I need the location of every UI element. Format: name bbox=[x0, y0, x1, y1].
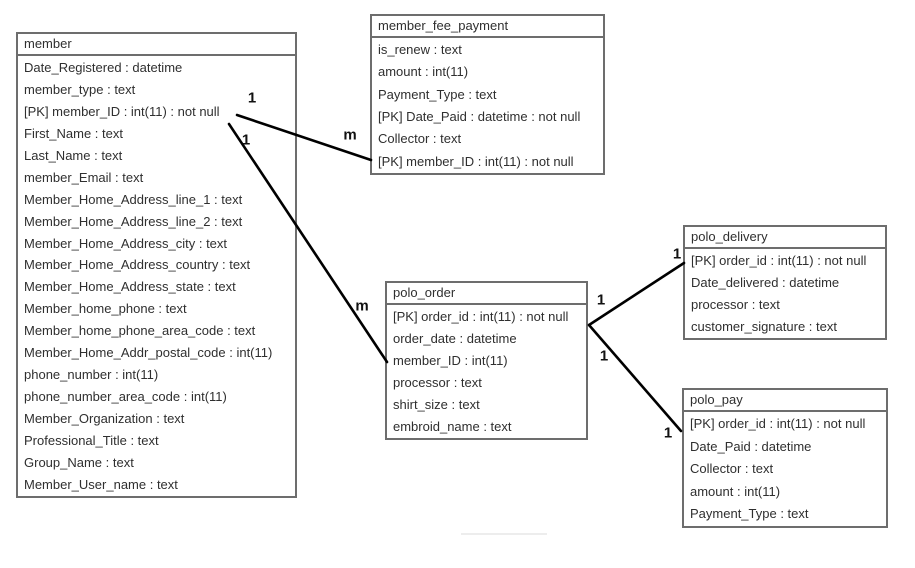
field-row[interactable]: phone_number : int(11) bbox=[24, 367, 159, 383]
field-row[interactable]: Date_Registered : datetime bbox=[24, 60, 183, 75]
field-row[interactable]: is_renew : text bbox=[378, 42, 462, 57]
field-row[interactable]: Collector : text bbox=[690, 461, 774, 477]
field-row[interactable]: member_Email : text bbox=[24, 169, 144, 185]
field-row[interactable]: Member_Home_Address_line_2 : text bbox=[24, 213, 243, 229]
field-row[interactable]: Member_Home_Address_country : text bbox=[24, 257, 251, 273]
cardinality-label: 1 bbox=[241, 131, 251, 149]
field-row[interactable]: Payment_Type : text bbox=[378, 86, 497, 102]
cardinality-label: m bbox=[343, 126, 357, 144]
field-row[interactable]: embroid_name : text bbox=[393, 419, 512, 434]
relationship-line-member-to-polo_order[interactable] bbox=[227, 122, 389, 364]
entity-title[interactable]: polo_order bbox=[387, 283, 586, 305]
field-row[interactable]: Member_home_phone : text bbox=[24, 301, 187, 317]
field-row[interactable]: member_type : text bbox=[24, 81, 136, 97]
relationship-line-polo_order-to-polo_pay[interactable] bbox=[587, 323, 683, 433]
field-row[interactable]: First_Name : text bbox=[24, 125, 123, 141]
cardinality-label: 1 bbox=[672, 245, 682, 263]
cardinality-label: m bbox=[355, 297, 369, 315]
field-row[interactable]: Date_delivered : datetime bbox=[691, 275, 840, 290]
field-row[interactable]: [PK] member_ID : int(11) : not null bbox=[378, 153, 574, 169]
cardinality-label: 1 bbox=[596, 291, 606, 309]
field-row[interactable]: Member_Home_Address_state : text bbox=[24, 279, 236, 295]
field-row[interactable]: shirt_size : text bbox=[393, 397, 480, 412]
entity-title[interactable]: polo_delivery bbox=[685, 227, 885, 249]
field-row[interactable]: Member_Home_Address_city : text bbox=[24, 235, 228, 251]
field-row[interactable]: member_ID : int(11) bbox=[393, 353, 508, 368]
field-row[interactable]: [PK] Date_Paid : datetime : not null bbox=[378, 108, 581, 124]
field-row[interactable]: processor : text bbox=[393, 375, 482, 390]
field-row[interactable]: Member_Home_Address_line_1 : text bbox=[24, 191, 243, 207]
field-list: Date_Registered : datetime member_type : … bbox=[18, 56, 295, 496]
entity-member_fee_payment[interactable]: member_fee_payment is_renew : text amount … bbox=[370, 14, 605, 175]
field-row[interactable]: Group_Name : text bbox=[24, 454, 134, 470]
field-row[interactable]: Member_Organization : text bbox=[24, 411, 185, 426]
smudge-artifact bbox=[461, 533, 547, 535]
entity-polo_order[interactable]: polo_order[PK] order_id : int(11) : not … bbox=[385, 281, 588, 440]
field-row[interactable]: Member_home_phone_area_code : text bbox=[24, 323, 256, 339]
entity-title[interactable]: member bbox=[18, 34, 295, 56]
field-list: [PK] order_id : int(11) : not null order_… bbox=[387, 305, 586, 438]
field-row[interactable]: [PK] order_id : int(11) : not null bbox=[691, 253, 867, 268]
field-row[interactable]: Date_Paid : datetime bbox=[690, 438, 812, 454]
field-row[interactable]: order_date : datetime bbox=[393, 331, 517, 346]
field-row[interactable]: [PK] member_ID : int(11) : not null bbox=[24, 103, 220, 119]
cardinality-label: 1 bbox=[663, 424, 673, 442]
field-row[interactable]: [PK] order_id : int(11) : not null bbox=[393, 309, 569, 324]
cardinality-label: 1 bbox=[247, 89, 257, 107]
field-row[interactable]: Collector : text bbox=[378, 131, 462, 147]
field-row[interactable]: processor : text bbox=[691, 297, 780, 312]
field-row[interactable]: amount : int(11) bbox=[378, 64, 469, 80]
cardinality-label: 1 bbox=[599, 347, 609, 365]
field-row[interactable]: Last_Name : text bbox=[24, 147, 123, 163]
field-row[interactable]: [PK] order_id : int(11) : not null bbox=[690, 416, 866, 431]
relationship-line-polo_order-to-polo_delivery[interactable] bbox=[587, 261, 686, 327]
field-row[interactable]: phone_number_area_code : int(11) bbox=[24, 389, 227, 405]
field-row[interactable]: Member_Home_Addr_postal_code : int(11) bbox=[24, 345, 273, 361]
field-row[interactable]: Professional_Title : text bbox=[24, 432, 159, 448]
field-list: is_renew : text amount : int(11) Payment_T… bbox=[372, 38, 603, 173]
entity-polo_pay[interactable]: polo_pay[PK] order_id : int(11) : not nu… bbox=[682, 388, 888, 528]
field-row[interactable]: Payment_Type : text bbox=[690, 506, 809, 522]
field-row[interactable]: Member_User_name : text bbox=[24, 476, 178, 492]
field-row[interactable]: customer_signature : text bbox=[691, 319, 837, 334]
relationship-line-member-to-member_fee_payment[interactable] bbox=[235, 113, 373, 162]
entity-title[interactable]: polo_pay bbox=[684, 390, 886, 412]
field-row[interactable]: amount : int(11) bbox=[690, 483, 781, 499]
entity-title[interactable]: member_fee_payment bbox=[372, 16, 603, 38]
entity-polo_delivery[interactable]: polo_delivery[PK] order_id : int(11) : n… bbox=[683, 225, 887, 340]
